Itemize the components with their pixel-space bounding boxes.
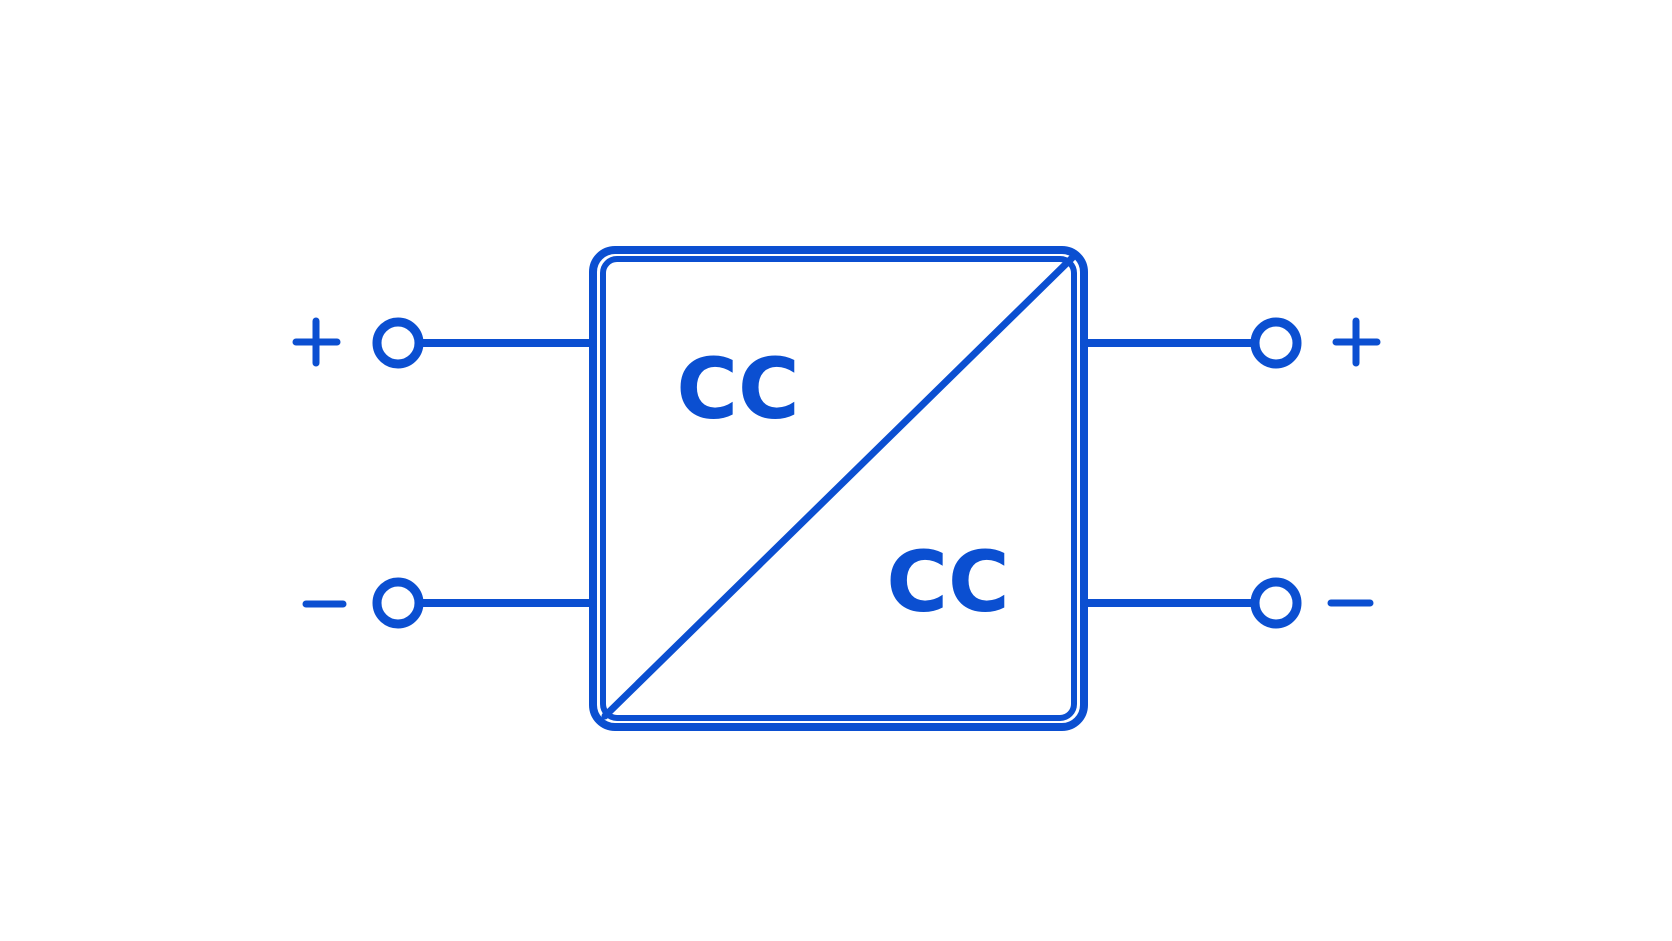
output-negative-terminal <box>1080 577 1302 629</box>
input-negative-terminal <box>372 577 597 629</box>
input-positive-terminal <box>372 317 597 369</box>
terminal-ring <box>1250 317 1302 369</box>
diagonal-divider <box>601 254 1076 720</box>
plus-icon <box>292 317 341 367</box>
input-side-label: CC <box>676 340 799 438</box>
terminal-ring <box>372 317 424 369</box>
output-positive-terminal <box>1080 317 1302 369</box>
terminal-ring <box>1250 577 1302 629</box>
converter-block <box>589 246 1088 731</box>
plus-icon <box>1332 317 1381 367</box>
converter-box-outer <box>589 246 1088 731</box>
converter-box-inner <box>600 256 1077 721</box>
output-side-label: CC <box>886 533 1009 631</box>
terminal-ring <box>372 577 424 629</box>
